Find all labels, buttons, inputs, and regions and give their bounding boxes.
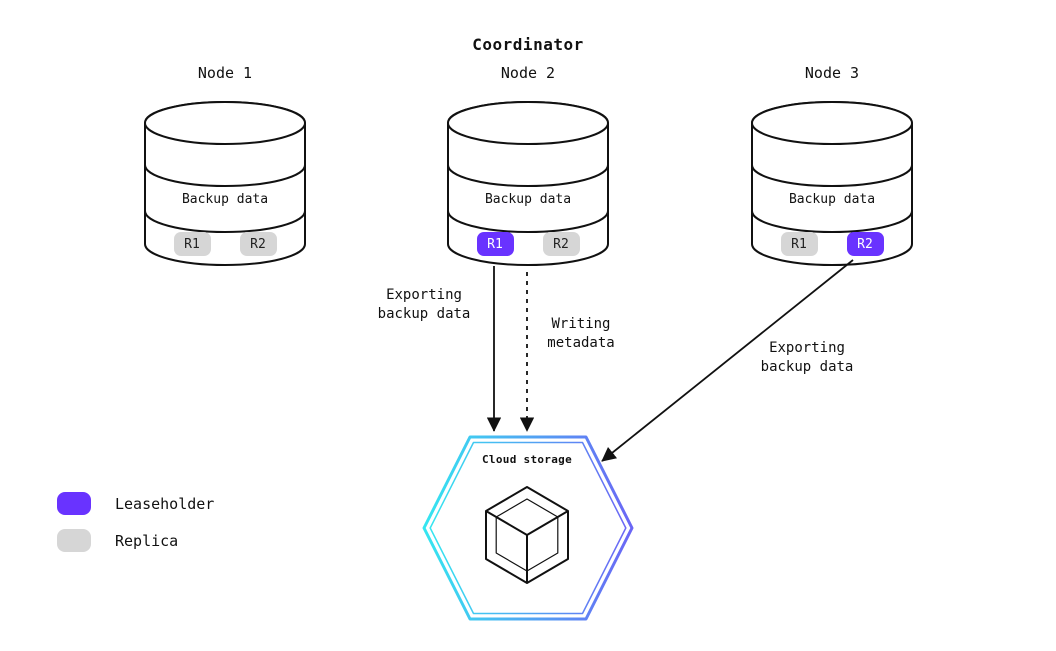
replica-badge: R2 <box>846 232 884 256</box>
replica-badge: R1 <box>476 232 514 256</box>
export-arrow-node3-label: Exporting backup data <box>760 340 854 375</box>
replica-badge: R1 <box>780 232 818 256</box>
node1-label: Node 1 <box>197 64 253 82</box>
replica-badge: R1 <box>173 232 211 256</box>
database-cylinder-node2 <box>447 101 609 266</box>
node2-label: Node 2 <box>500 64 556 82</box>
export-arrow-node3 <box>601 259 854 462</box>
legend-label: Replica <box>115 531 179 550</box>
legend-label: Leaseholder <box>115 494 215 513</box>
replica-swatch <box>57 529 91 552</box>
node3-label: Node 3 <box>804 64 860 82</box>
node1-replica-row: R1 R2 <box>173 232 277 256</box>
metadata-arrow-label: Writing metadata <box>547 316 615 351</box>
cloud-storage-label: Cloud storage <box>482 453 572 466</box>
node3-body-label: Backup data <box>788 192 876 207</box>
database-cylinder-node1 <box>144 101 306 266</box>
legend-item-replica: Replica <box>57 529 178 552</box>
node2-replica-row: R1 R2 <box>476 232 580 256</box>
replica-badge: R2 <box>542 232 580 256</box>
cloud-storage-hexagon <box>422 435 634 621</box>
replica-badge: R2 <box>239 232 277 256</box>
leaseholder-swatch <box>57 492 91 515</box>
cube-icon <box>485 486 569 584</box>
node3-replica-row: R1 R2 <box>780 232 884 256</box>
legend-item-leaseholder: Leaseholder <box>57 492 214 515</box>
export-arrow-node2-label: Exporting backup data <box>377 287 471 322</box>
node2-body-label: Backup data <box>484 192 572 207</box>
diagram-title: Coordinator <box>472 35 584 54</box>
database-cylinder-node3 <box>751 101 913 266</box>
node1-body-label: Backup data <box>181 192 269 207</box>
